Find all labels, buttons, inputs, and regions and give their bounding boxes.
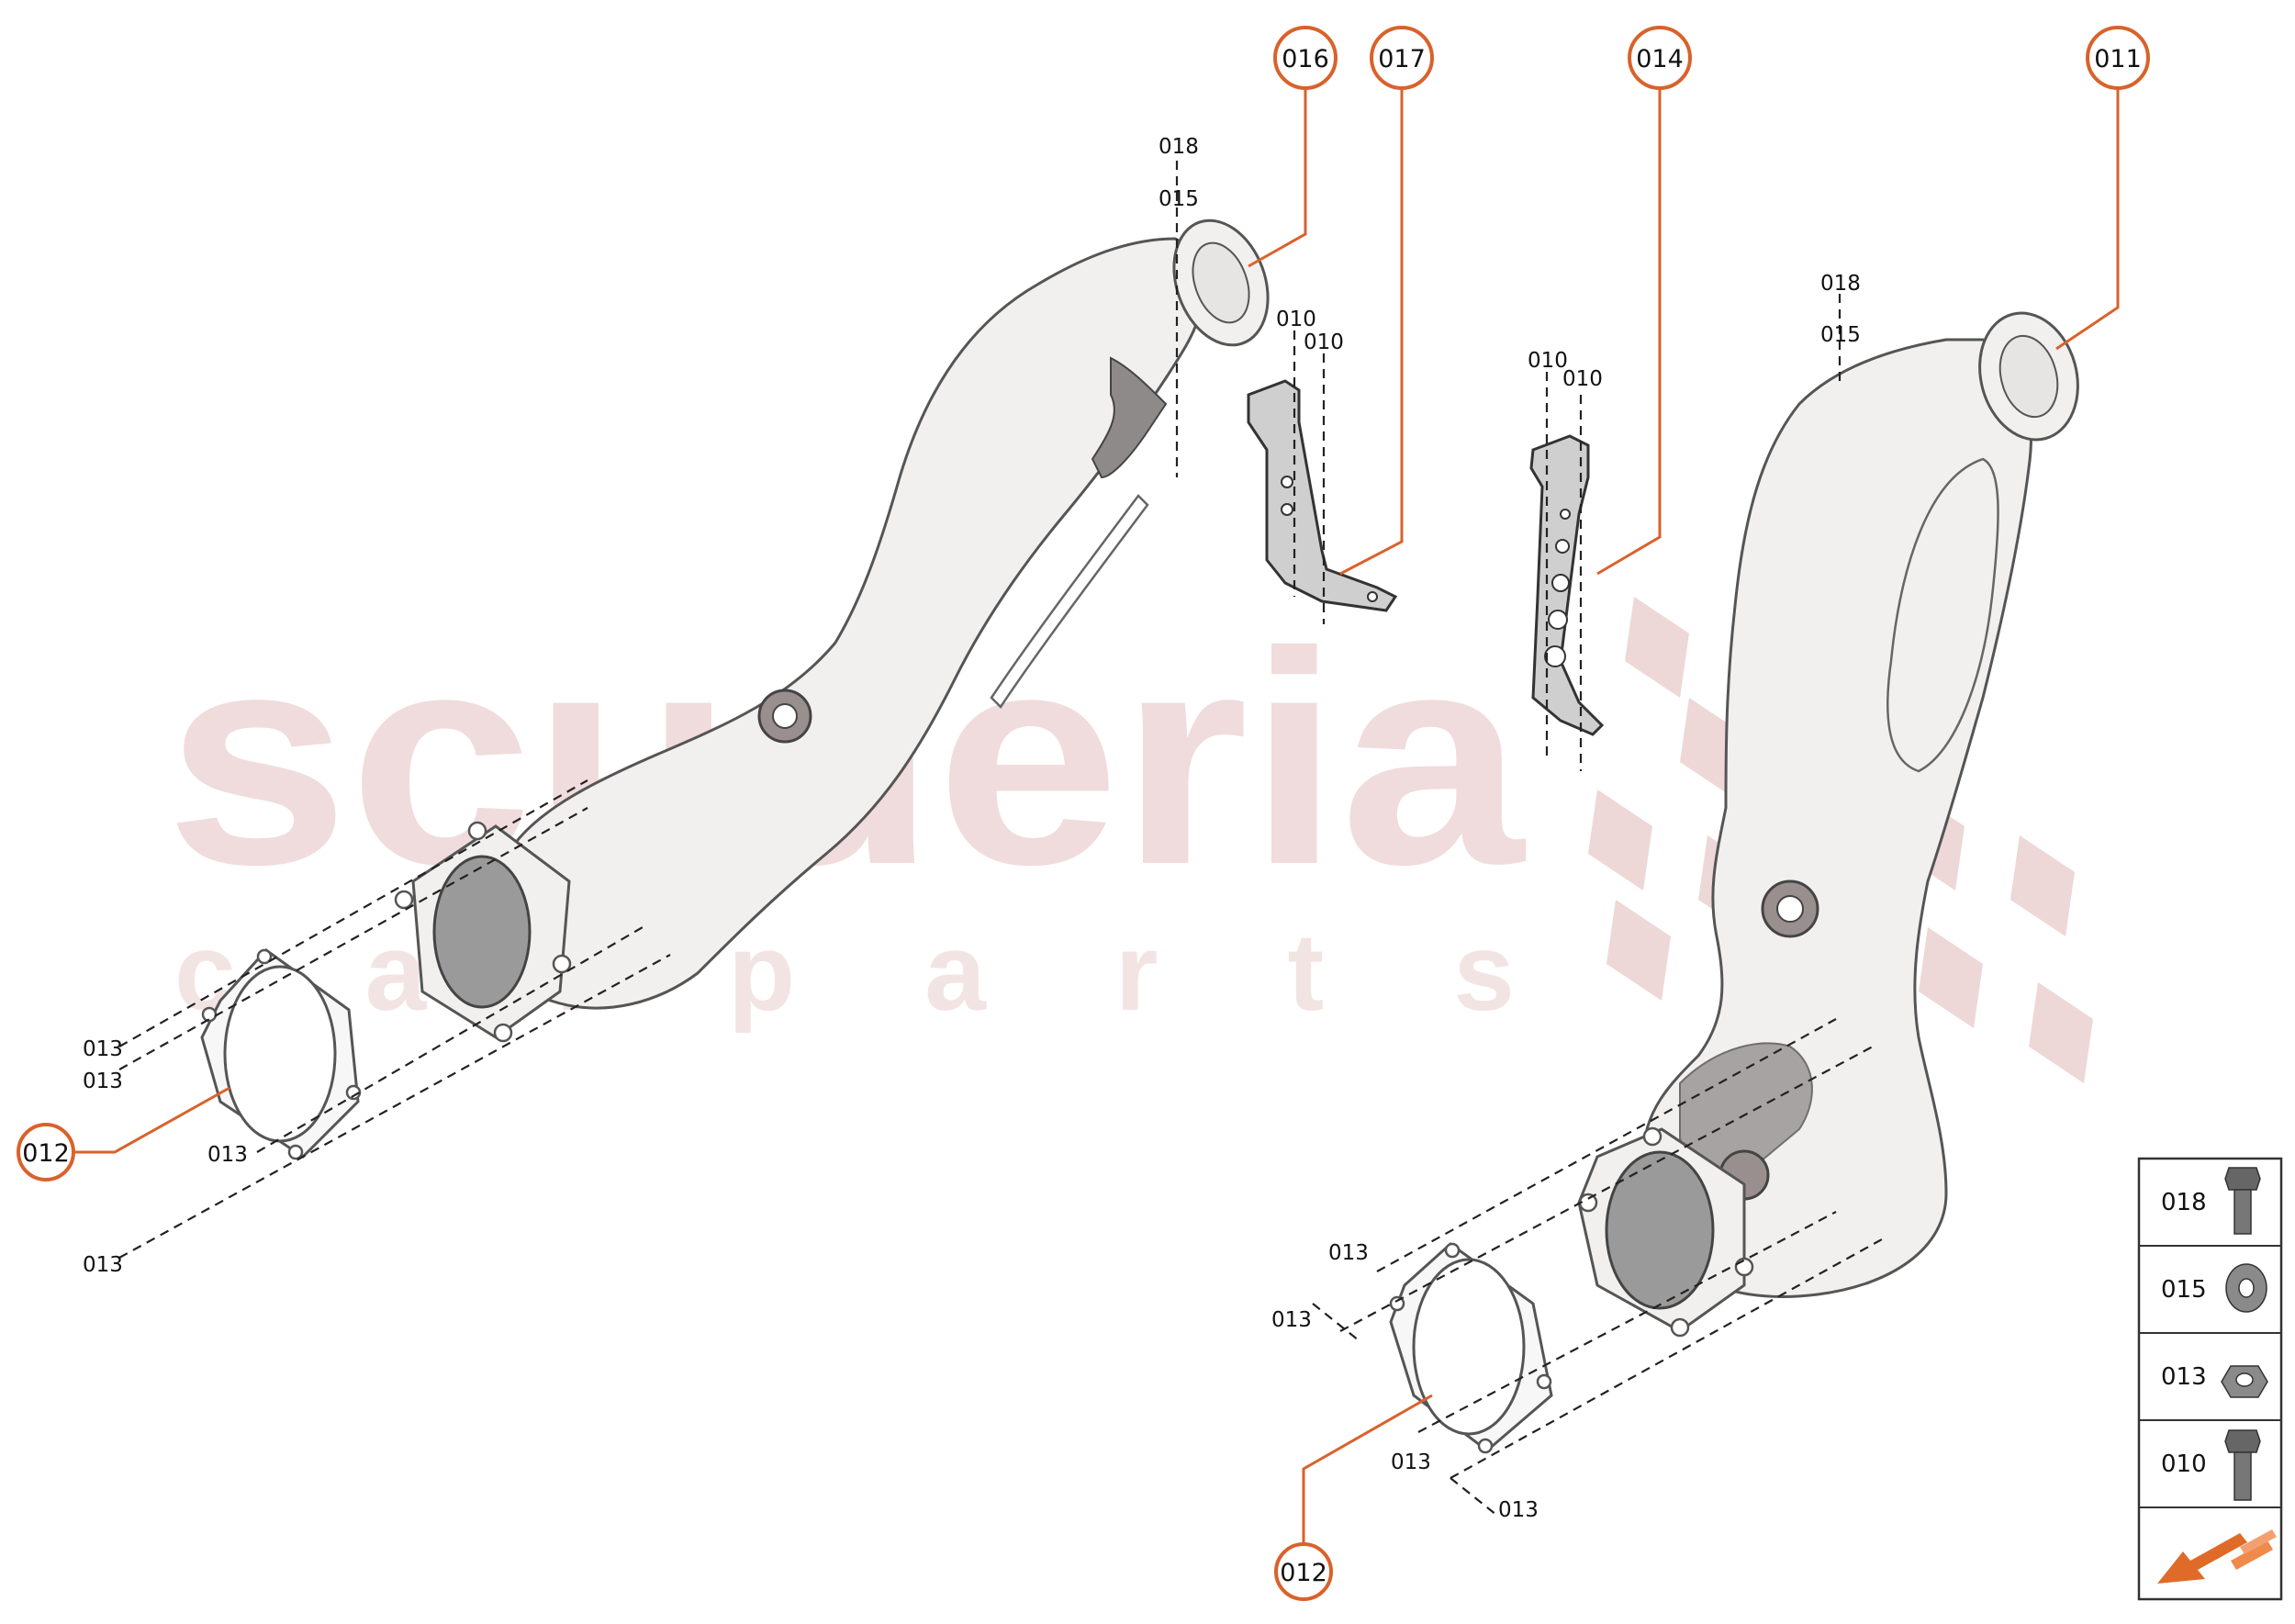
left-pipe-body	[469, 237, 1205, 1010]
right-pipe-window	[1886, 457, 1999, 773]
callout-012-left[interactable]: 012	[17, 1123, 75, 1182]
nut-icon	[2221, 1365, 2268, 1398]
callout-016-label: 016	[1282, 45, 1329, 73]
callout-014[interactable]: 014	[1628, 26, 1692, 90]
ref-015-left: 015	[1159, 187, 1199, 211]
right-outlet-bore	[1998, 334, 2059, 419]
ref-015-right: 015	[1820, 323, 1861, 347]
left-catalyst-face	[432, 855, 532, 1009]
left-pipe-window	[990, 494, 1149, 709]
ref-010-mid-a: 010	[1528, 349, 1568, 373]
ref-010-left-b: 010	[1304, 330, 1344, 354]
callouts: 016 017 014 011 012 012	[17, 26, 2150, 1601]
right-gasket	[1389, 1242, 1553, 1454]
callout-014-label: 014	[1636, 45, 1684, 73]
left-bracket	[1247, 379, 1398, 612]
ref-013-left-b: 013	[83, 1070, 123, 1093]
left-downpipe	[394, 218, 1270, 1043]
callout-011-label: 011	[2094, 45, 2142, 73]
right-downpipe	[1577, 311, 2079, 1338]
callout-leaders	[71, 78, 2120, 1553]
ref-013-right-c: 013	[1391, 1450, 1431, 1474]
hardware-legend: 018 015 013 010	[2137, 1157, 2283, 1601]
left-flange-hole	[467, 821, 487, 841]
callout-012-right-label: 012	[1280, 1559, 1327, 1587]
left-flange-hole	[493, 1023, 513, 1043]
left-gasket	[200, 947, 362, 1160]
orientation-arrow-icon	[2157, 1529, 2277, 1584]
callout-016[interactable]: 016	[1273, 26, 1338, 90]
ref-013-left-d: 013	[83, 1253, 123, 1277]
callout-017[interactable]: 017	[1370, 26, 1434, 90]
reference-labels: 018 015 010 010 010 010 018 015 013 013 …	[83, 135, 1861, 1522]
legend-row-010[interactable]: 010	[2161, 1429, 2261, 1501]
left-heat-shield-bracket	[1091, 356, 1168, 479]
watermark-subtitle: c a r p a r t s	[174, 911, 1515, 1034]
ref-013-right-a: 013	[1328, 1241, 1369, 1265]
ref-013-right-b: 013	[1271, 1308, 1312, 1332]
legend-row-013[interactable]: 013	[2161, 1363, 2268, 1398]
ref-018-left: 018	[1159, 135, 1199, 159]
left-flange-hole	[394, 890, 414, 910]
left-outlet-bore	[1192, 241, 1250, 324]
assembly-lines	[118, 161, 1883, 1516]
right-lambda-port	[1776, 895, 1804, 923]
left-flange-hole	[552, 954, 572, 974]
left-lambda-port	[772, 703, 798, 729]
ref-018-right: 018	[1820, 272, 1861, 296]
callout-012-right[interactable]: 012	[1274, 1542, 1333, 1601]
ref-013-left-a: 013	[83, 1037, 123, 1061]
right-catalyst-face	[1605, 1150, 1715, 1310]
ref-010-left-a: 010	[1276, 308, 1316, 331]
right-flange-hole	[1642, 1126, 1662, 1147]
right-flange-hole	[1670, 1317, 1690, 1338]
ref-013-right-d: 013	[1498, 1498, 1539, 1522]
legend-row-018[interactable]: 018	[2161, 1167, 2261, 1235]
legend-code-018: 018	[2161, 1189, 2207, 1216]
bolt-icon	[2224, 1167, 2261, 1235]
legend-code-013: 013	[2161, 1363, 2207, 1391]
ref-013-left-c: 013	[207, 1143, 248, 1167]
callout-017-label: 017	[1378, 45, 1426, 73]
legend-row-015[interactable]: 015	[2161, 1263, 2267, 1313]
washer-icon	[2225, 1263, 2267, 1313]
legend-code-010: 010	[2161, 1450, 2207, 1478]
ref-010-mid-b: 010	[1562, 367, 1603, 391]
legend-code-015: 015	[2161, 1276, 2207, 1304]
bolt-icon	[2224, 1429, 2261, 1501]
right-bracket	[1529, 434, 1605, 736]
callout-011[interactable]: 011	[2086, 26, 2150, 90]
callout-012-left-label: 012	[22, 1139, 70, 1168]
